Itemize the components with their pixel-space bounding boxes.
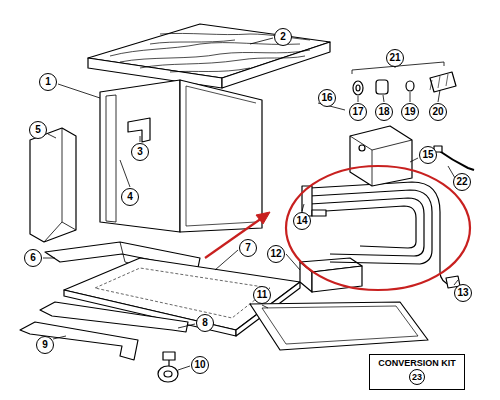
top-board (88, 24, 330, 88)
callout-number: 8 (196, 314, 214, 332)
callout-number: 11 (253, 286, 271, 304)
callout-number: 17 (349, 103, 367, 121)
highlight-arrowhead (256, 212, 270, 224)
callout-number: 20 (429, 103, 447, 121)
callout-number: 3 (131, 143, 149, 161)
rail (20, 322, 138, 360)
cord (438, 150, 474, 170)
callout-number: 10 (191, 356, 209, 374)
callout-number: 21 (386, 49, 404, 67)
callout-number: 7 (239, 239, 257, 257)
kit-title: CONVERSION KIT (378, 358, 456, 368)
callout-number: 6 (24, 249, 42, 267)
highlight-circle (286, 166, 470, 290)
callout-number: 15 (419, 146, 437, 164)
hardware-parts (353, 72, 456, 95)
leader-lines (43, 38, 458, 370)
callout-number: 13 (454, 284, 472, 302)
callout-number: 22 (453, 173, 471, 191)
cabinet-frame (100, 80, 262, 232)
callout-number: 1 (39, 73, 57, 91)
callout-number: 18 (375, 103, 393, 121)
callout-number: 12 (267, 245, 285, 263)
callout-number: 16 (318, 89, 336, 107)
highlight-arrow (205, 218, 262, 258)
mounting-bracket (350, 126, 412, 186)
callout-number: 9 (36, 336, 54, 354)
callout-number: 14 (293, 212, 311, 230)
callout-number: 19 (401, 103, 419, 121)
drip-pan (250, 302, 428, 350)
caster (158, 352, 178, 382)
callout-number: 23 (409, 369, 425, 385)
callout-number: 4 (121, 188, 139, 206)
side-panel (30, 128, 76, 242)
bracket (128, 118, 150, 142)
callout-number: 2 (274, 28, 292, 46)
heating-tubes (302, 182, 452, 286)
kit-box: CONVERSION KIT23 (369, 354, 465, 390)
callout-number: 5 (29, 121, 47, 139)
